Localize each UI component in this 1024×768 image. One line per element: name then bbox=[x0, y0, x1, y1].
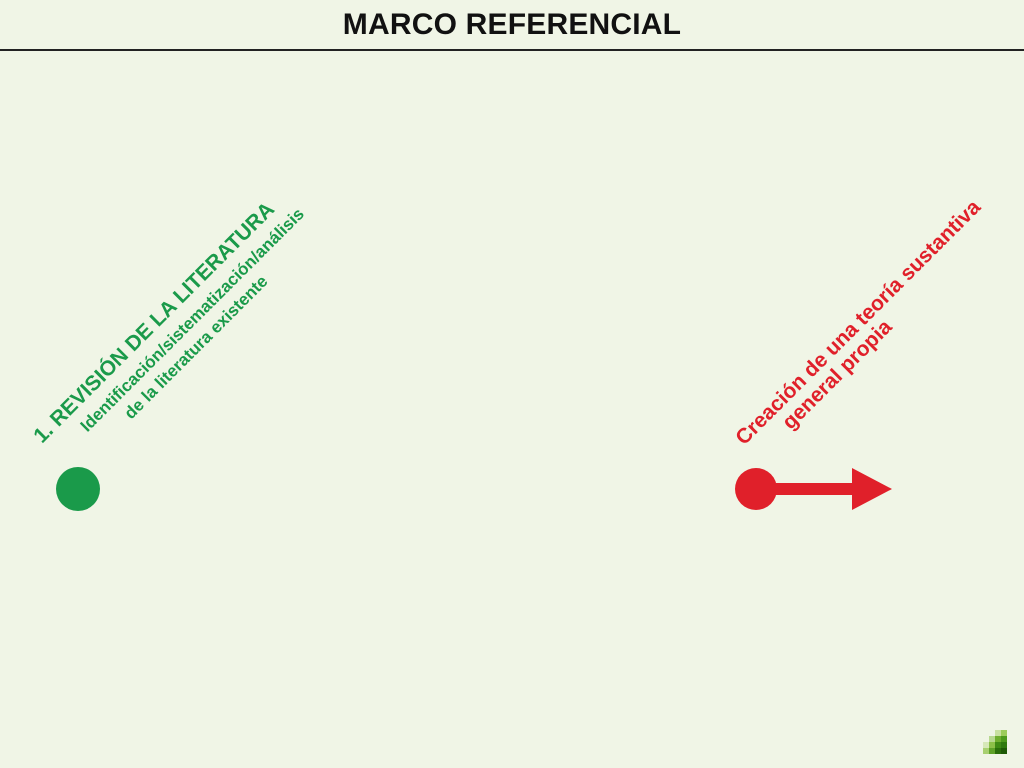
red-step-label: Creación de una teoría sustantiva genera… bbox=[731, 195, 985, 449]
green-squares-logo-icon bbox=[983, 730, 1007, 754]
green-step-heading: 1. REVISIÓN DE LA LITERATURA bbox=[29, 197, 279, 447]
red-step-marker bbox=[735, 468, 777, 510]
green-step-label: 1. REVISIÓN DE LA LITERATURA Identificac… bbox=[29, 197, 308, 447]
red-step-line1: Creación de una teoría sustantiva bbox=[731, 195, 985, 449]
green-step-line1: Identificación/sistematización/análisis bbox=[77, 204, 308, 435]
red-arrow-head-icon bbox=[852, 468, 892, 510]
green-step-marker bbox=[56, 467, 100, 511]
slide-title: MARCO REFERENCIAL bbox=[342, 8, 682, 41]
title-underline bbox=[0, 49, 1024, 51]
red-arrow-shaft bbox=[762, 483, 854, 495]
